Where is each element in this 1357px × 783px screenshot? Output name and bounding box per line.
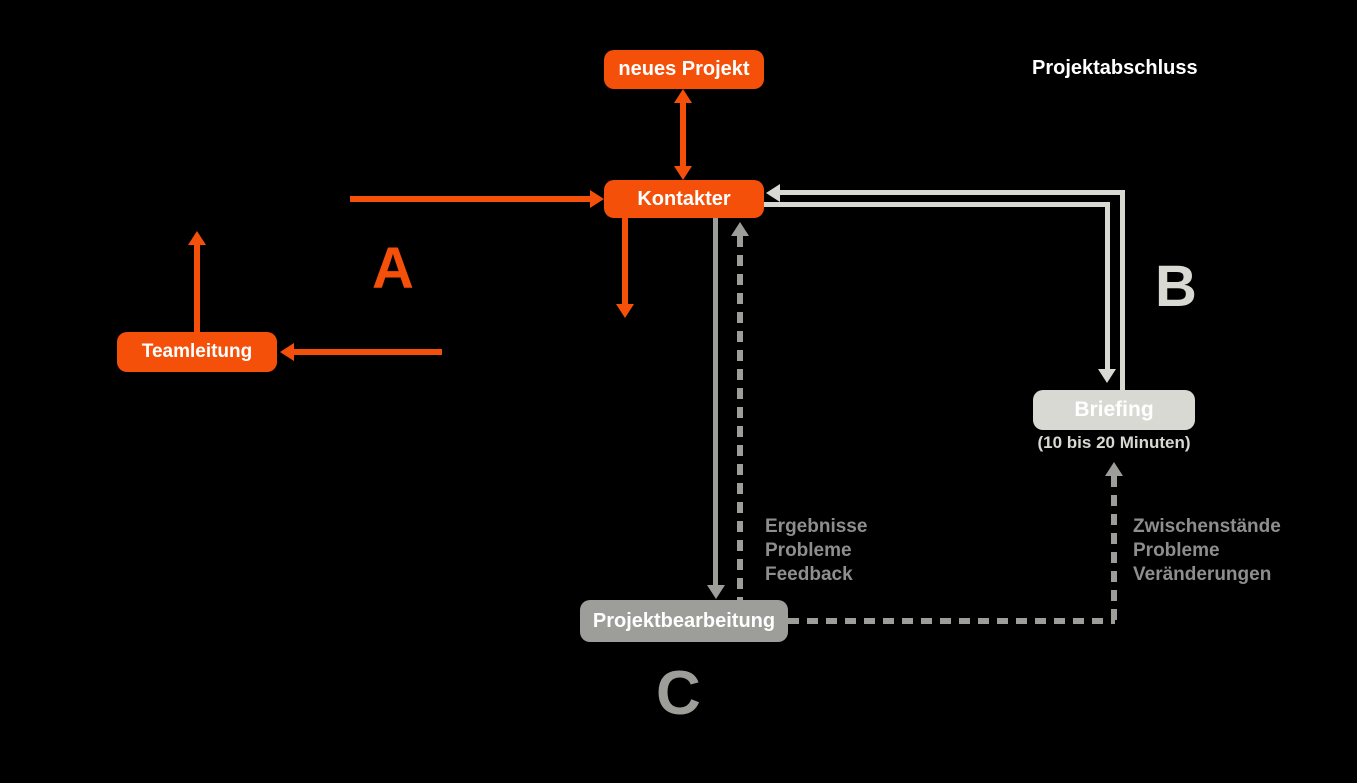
annotation-line: Veränderungen (1133, 564, 1272, 585)
annotation-line: Probleme (1133, 540, 1220, 561)
annotation-line: Probleme (765, 540, 852, 561)
label-section-c: C (656, 659, 701, 728)
node-projektbearbeitung: Projektbearbeitung (580, 600, 788, 642)
label-section-a: A (372, 236, 414, 301)
label-projektabschluss: Projektabschluss (1032, 57, 1198, 79)
briefing-duration-label: (10 bis 20 Minuten) (1037, 433, 1191, 452)
annotation-briefing-updates: Zwischenstände Probleme Veränderungen (1133, 515, 1281, 587)
annotation-line: Ergebnisse (765, 516, 868, 537)
node-teamleitung: Teamleitung (117, 332, 277, 372)
node-briefing: Briefing (1033, 390, 1195, 430)
annotation-kontakter-feedback: Ergebnisse Probleme Feedback (765, 515, 867, 587)
annotation-line: Zwischenstände (1133, 516, 1281, 537)
label-section-b: B (1155, 254, 1197, 319)
node-neues-projekt: neues Projekt (604, 50, 764, 89)
node-kontakter: Kontakter (604, 180, 764, 218)
annotation-line: Feedback (765, 564, 853, 585)
